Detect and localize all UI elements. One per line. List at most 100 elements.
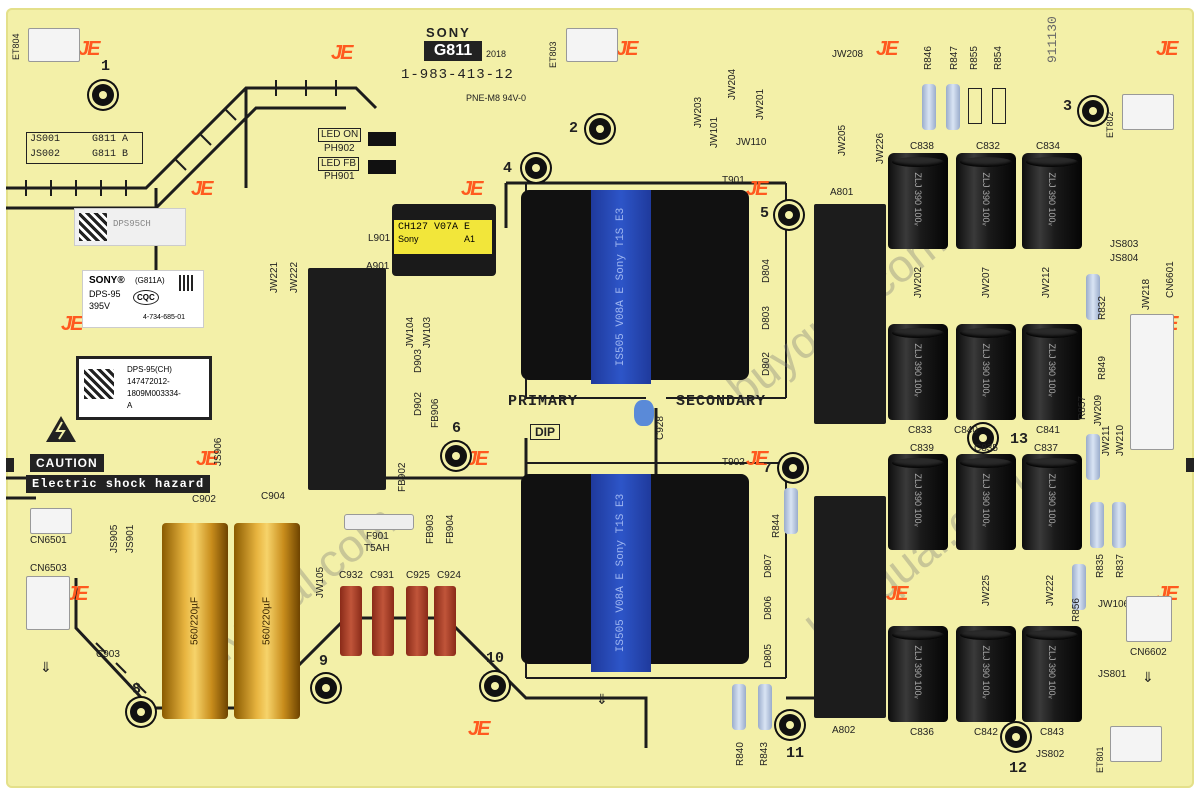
- serial-label: DPS-95(CH) 147472012- 1809M003334- A: [76, 356, 212, 420]
- capacitor-c836: ZLJ 390 100ᵥ: [888, 626, 948, 722]
- ref-jw221: JW221: [269, 261, 280, 293]
- ref-cn6602: CN6602: [1130, 647, 1167, 658]
- ref-r854: R854: [993, 46, 1004, 70]
- badge-year: 2018: [486, 49, 507, 59]
- chip-line1: CH127 V07A E: [398, 222, 471, 233]
- ref-a802: A802: [832, 725, 856, 736]
- hole-number: 11: [786, 745, 805, 762]
- ref-r840: R840: [735, 742, 746, 766]
- brand-logo-mark: JE: [461, 178, 484, 200]
- mounting-hole: [92, 84, 114, 106]
- ref-r843: R843: [759, 742, 770, 766]
- side-code: 911130: [1045, 16, 1060, 63]
- ref-a801: A801: [830, 187, 854, 198]
- capacitor-c835: ZLJ 390 100ᵥ: [956, 454, 1016, 550]
- ref-js002: JS002: [30, 149, 61, 160]
- capacitor-c832: ZLJ 390 100ᵥ: [956, 153, 1016, 249]
- ref-jw225: JW225: [981, 574, 992, 606]
- edge-mark: [1186, 458, 1194, 472]
- ref-c904: C904: [261, 491, 285, 502]
- ref-d805: D805: [763, 644, 774, 668]
- ref-js001: JS001: [30, 134, 61, 145]
- brand-text: SONY: [426, 25, 471, 40]
- resistor-r857: [1086, 434, 1100, 480]
- ref-c928: C928: [655, 416, 666, 440]
- ref-d806: D806: [763, 596, 774, 620]
- optocoupler-ph901: [368, 160, 396, 174]
- ref-jw210: JW210: [1115, 424, 1126, 456]
- mounting-hole: [1082, 100, 1104, 122]
- connector-cn6602: [1126, 596, 1172, 642]
- ref-f901: F901: [366, 531, 389, 542]
- sony-label-code: (G811A): [135, 276, 165, 285]
- ref-r847: R847: [949, 46, 960, 70]
- ref-js901: JS901: [125, 524, 136, 553]
- ref-c925: C925: [406, 570, 430, 581]
- serial-label-model: DPS-95(CH): [127, 365, 172, 374]
- resistor-r854: [992, 88, 1006, 124]
- ref-ph902: PH902: [324, 143, 355, 154]
- ref-c903: C903: [96, 649, 120, 660]
- resistor-r847: [946, 84, 960, 130]
- ref-jw222: JW222: [289, 261, 300, 293]
- ref-jw222-right: JW222: [1045, 574, 1056, 606]
- ref-fb906: FB906: [430, 398, 441, 428]
- resistor-r832: [1086, 274, 1100, 320]
- ref-js906: JS906: [213, 437, 224, 466]
- brand-logo-mark: JE: [196, 448, 219, 470]
- brand-logo-mark: JE: [616, 38, 639, 60]
- sony-label-part: 4-734-685-01: [143, 314, 186, 321]
- qr-code-icon: [79, 213, 107, 241]
- ref-c841: C841: [1036, 425, 1060, 436]
- hole-number: 8: [132, 681, 142, 698]
- sony-label-model: DPS-95: [89, 289, 121, 299]
- capacitor-c925: [406, 586, 428, 656]
- brand-logo-mark: JE: [78, 38, 101, 60]
- ref-et804: ET804: [11, 33, 21, 60]
- ref-cn6503: CN6503: [30, 563, 67, 574]
- ref-c931: C931: [370, 570, 394, 581]
- ref-c837: C837: [1034, 443, 1058, 454]
- arrow-down-icon: ⇓: [1142, 669, 1154, 685]
- ref-jw203: JW203: [693, 96, 704, 128]
- ref-jw204: JW204: [727, 68, 738, 100]
- led-fb-label: LED FB: [318, 157, 360, 171]
- sony-label-power: 395V: [89, 301, 111, 311]
- jumper-box: [26, 132, 143, 164]
- capacitor-c904: 560/220µF: [234, 523, 300, 719]
- model-badge: G811: [424, 41, 482, 61]
- ref-r844: R844: [771, 514, 782, 538]
- primary-label: PRIMARY: [508, 393, 579, 410]
- transformer-core-t901: IS505 V08A E Sony T1S E3: [591, 190, 651, 384]
- capacitor-c839: ZLJ 390 100ᵥ: [888, 454, 948, 550]
- ref-r849: R849: [1097, 356, 1108, 380]
- capacitor-c842: ZLJ 390 100ᵥ: [956, 626, 1016, 722]
- resistor-r837: [1112, 502, 1126, 548]
- ref-d804: D804: [761, 259, 772, 283]
- ref-ph901: PH901: [324, 171, 355, 182]
- mounting-hole: [130, 701, 152, 723]
- ref-jw207: JW207: [981, 266, 992, 298]
- ref-jw105: JW105: [315, 566, 326, 598]
- ref-js905: JS905: [109, 524, 120, 553]
- resistor-r840: [732, 684, 746, 730]
- ref-r856: R856: [1071, 598, 1082, 622]
- mounting-hole: [445, 445, 467, 467]
- hole-number: 3: [1063, 98, 1073, 115]
- ref-r846: R846: [923, 46, 934, 70]
- capacitor-c843: ZLJ 390 100ᵥ: [1022, 626, 1082, 722]
- transformer-core-t902: IS505 V08A E Sony T1S E3: [591, 474, 651, 672]
- ref-c842: C842: [974, 727, 998, 738]
- brand-logo-mark: JE: [876, 38, 899, 60]
- ref-jw226: JW226: [875, 132, 886, 164]
- fuse-f901: [344, 514, 414, 530]
- ref-c834: C834: [1036, 141, 1060, 152]
- heatsink-a901: [308, 268, 386, 490]
- ref-js803: JS803: [1110, 239, 1139, 250]
- heatsink-a801: [814, 204, 886, 424]
- ref-r832: R832: [1097, 296, 1108, 320]
- arrow-down-icon: ⇓: [596, 691, 608, 707]
- ref-c924: C924: [437, 570, 461, 581]
- connector-cn6601: [1130, 314, 1174, 450]
- ref-et801: ET801: [1095, 746, 1105, 773]
